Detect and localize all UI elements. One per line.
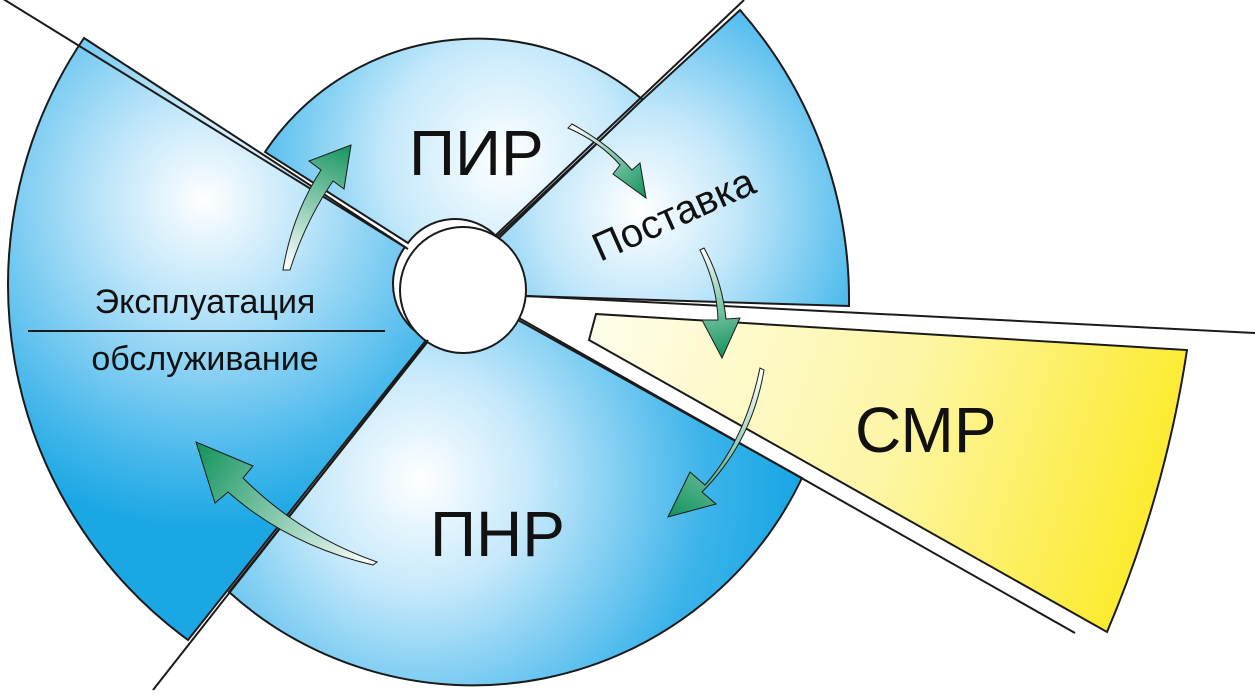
label-obsluzhivanie: обслуживание	[91, 340, 318, 378]
divider-line	[495, 0, 745, 236]
label-pir: ПИР	[409, 117, 544, 189]
divider-line	[518, 317, 1076, 634]
flow-arrow-smr-to-pnr	[667, 367, 765, 518]
flow-arrow-pir-to-postavka	[567, 123, 647, 200]
divider-line	[2, 0, 409, 250]
label-ekspluatatsiya: Эксплуатация	[95, 283, 316, 321]
sector-pir	[263, 37, 645, 245]
flow-arrow-pnr-to-ekspluatatsiya	[195, 441, 379, 566]
label-pnr: ПНР	[430, 498, 565, 570]
sector-smr	[587, 312, 1189, 634]
center-hole	[399, 226, 527, 354]
label-smr: СМР	[855, 394, 997, 466]
sector-ekspluatatsiya	[7, 36, 429, 642]
divider-line	[525, 295, 1255, 334]
divider-line	[152, 339, 429, 691]
flow-arrow-ekspluatatsiya-to-pir	[282, 144, 352, 271]
flow-arrow-postavka-to-smr	[699, 247, 741, 360]
